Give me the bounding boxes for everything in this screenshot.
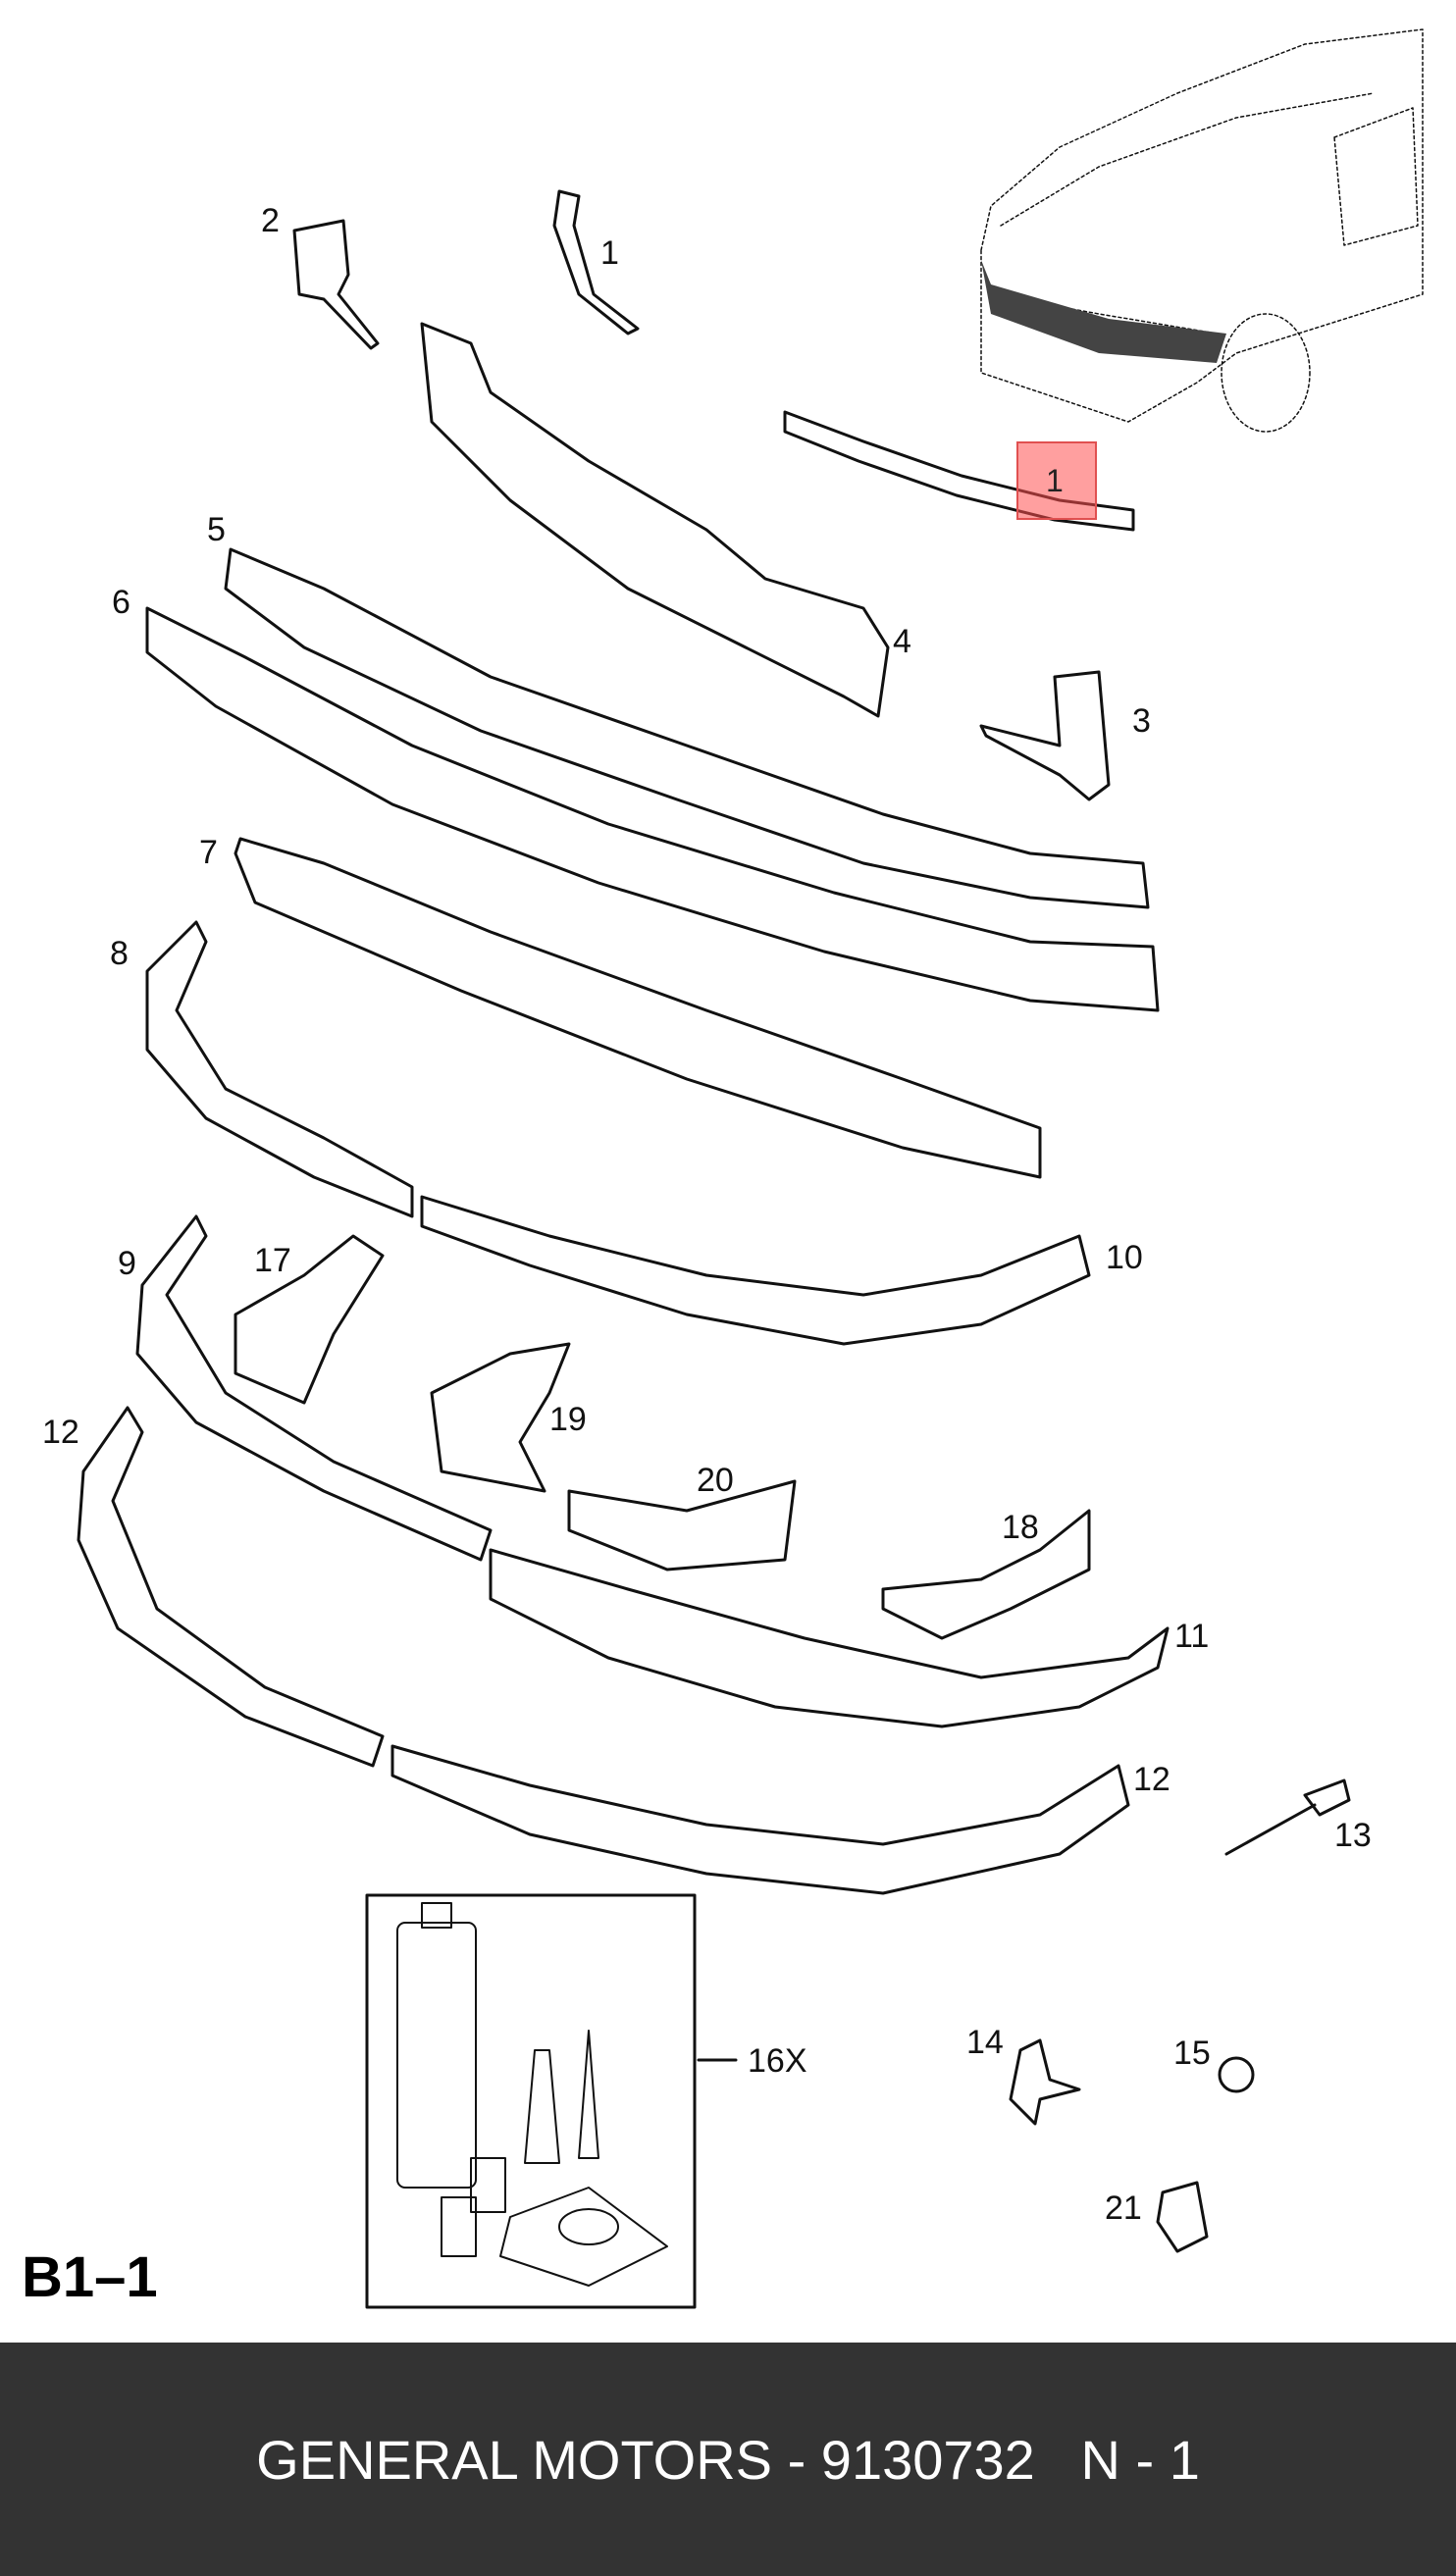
part-3-bracket <box>981 672 1109 799</box>
part-1-trim-lower <box>785 412 1133 530</box>
label-11: 11 <box>1174 1618 1210 1655</box>
part-8-lip-left <box>147 922 412 1216</box>
label-15: 15 <box>1173 2035 1211 2072</box>
label-5: 5 <box>207 511 226 548</box>
label-7: 7 <box>199 834 218 871</box>
label-12: 12 <box>1133 1761 1170 1798</box>
highlight-label: 1 <box>1046 463 1064 498</box>
part-4-reinforcement <box>422 324 888 716</box>
part-12-lower-spoiler-left <box>78 1408 383 1766</box>
label-10: 10 <box>1106 1239 1143 1276</box>
label-3: 3 <box>1132 702 1151 740</box>
part-2-bracket <box>294 221 378 348</box>
highlight-marker: 1 <box>1016 441 1097 520</box>
part-10-lip-right <box>422 1197 1089 1344</box>
part-15-plug <box>1220 2058 1253 2091</box>
label-4: 4 <box>893 623 911 660</box>
part-7-grille <box>235 839 1040 1177</box>
footer-bar: GENERAL MOTORS - 9130732 N - 1 <box>0 2343 1456 2576</box>
part-19-duct <box>432 1344 569 1491</box>
part-9-spoiler-left <box>137 1216 491 1560</box>
part-18-duct <box>883 1511 1089 1638</box>
label-13: 13 <box>1334 1817 1372 1854</box>
label-9: 9 <box>118 1245 136 1282</box>
car-bumper-shading <box>981 260 1226 363</box>
label-21: 21 <box>1105 2190 1142 2227</box>
part-16x-kit-box <box>367 1895 695 2307</box>
label-19: 19 <box>549 1401 587 1438</box>
car-silhouette <box>981 29 1423 432</box>
part-21-nut <box>1158 2183 1207 2251</box>
parts-diagram: 2 1 4 5 6 3 7 8 9 17 10 19 12 20 18 11 1… <box>22 0 1456 2309</box>
part-20-duct <box>569 1481 795 1570</box>
part-12-lower-spoiler-right <box>392 1746 1128 1893</box>
label-17: 17 <box>254 1242 291 1279</box>
label-12: 12 <box>42 1414 79 1451</box>
label-20: 20 <box>697 1462 734 1499</box>
part-16x-kit-contents <box>397 1903 667 2286</box>
part-14-clip <box>1011 2040 1079 2124</box>
label-18: 18 <box>1002 1509 1039 1546</box>
label-1: 1 <box>600 234 619 272</box>
label-2: 2 <box>261 202 280 239</box>
part-1-trim-upper <box>554 191 638 334</box>
part-11-spoiler-right <box>491 1550 1168 1726</box>
label-14: 14 <box>966 2024 1004 2061</box>
footer-text: GENERAL MOTORS - 9130732 N - 1 <box>256 2428 1200 2491</box>
label-8: 8 <box>110 935 129 972</box>
part-17-duct <box>235 1236 383 1403</box>
part-13-rivet <box>1226 1780 1349 1854</box>
label-16x: 16X <box>748 2042 807 2080</box>
sheet-code: B1–1 <box>22 2245 158 2309</box>
part-5-rail <box>226 549 1148 907</box>
part-6-rail <box>147 608 1158 1010</box>
label-6: 6 <box>112 584 130 621</box>
